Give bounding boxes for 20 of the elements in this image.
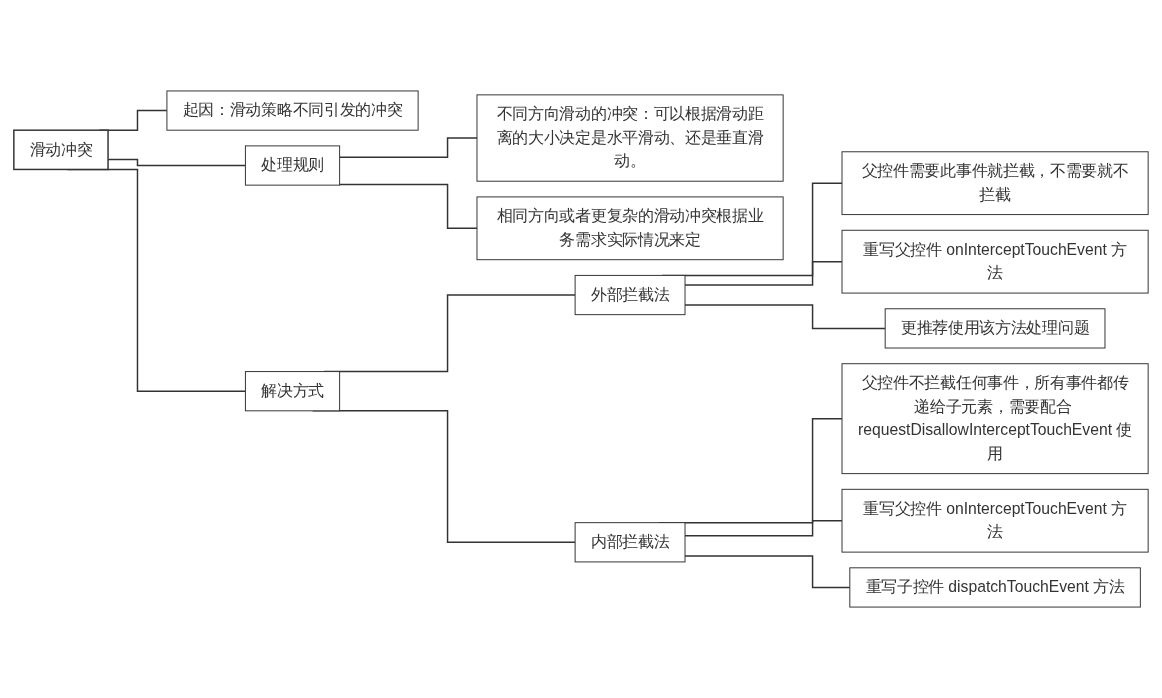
node-box: 父控件不拦截任何事件，所有事件都传递给子元素，需要配合 requestDisallowInterceptTouchEvent 使用 bbox=[841, 363, 1149, 475]
node-box: 相同方向或者更复杂的滑动冲突根据业务需求实际情况来定 bbox=[476, 196, 784, 261]
node-box: 更推荐使用该方法处理问题 bbox=[884, 308, 1106, 349]
connector bbox=[684, 304, 886, 330]
node-box: 重写父控件 onInterceptTouchEvent 方法 bbox=[841, 229, 1149, 294]
node-box: 内部拦截法 bbox=[574, 522, 686, 563]
node-box: 重写父控件 onInterceptTouchEvent 方法 bbox=[841, 488, 1149, 553]
node-box: 父控件需要此事件就拦截，不需要就不拦截 bbox=[841, 151, 1149, 216]
connector bbox=[338, 183, 478, 230]
node-box: 重写子控件 dispatchTouchEvent 方法 bbox=[849, 567, 1141, 608]
connector bbox=[338, 137, 478, 158]
node-box: 起因：滑动策略不同引发的冲突 bbox=[166, 90, 419, 131]
connector bbox=[684, 260, 843, 286]
node-box: 处理规则 bbox=[244, 145, 341, 186]
node-box: 外部拦截法 bbox=[574, 274, 686, 316]
connector bbox=[684, 520, 843, 537]
node-box: 解决方式 bbox=[244, 371, 341, 412]
node-box: 滑动冲突 bbox=[13, 129, 109, 171]
connector bbox=[684, 555, 851, 589]
node-box: 不同方向滑动的冲突：可以根据滑动距离的大小决定是水平滑动、还是垂直滑动。 bbox=[476, 94, 784, 182]
